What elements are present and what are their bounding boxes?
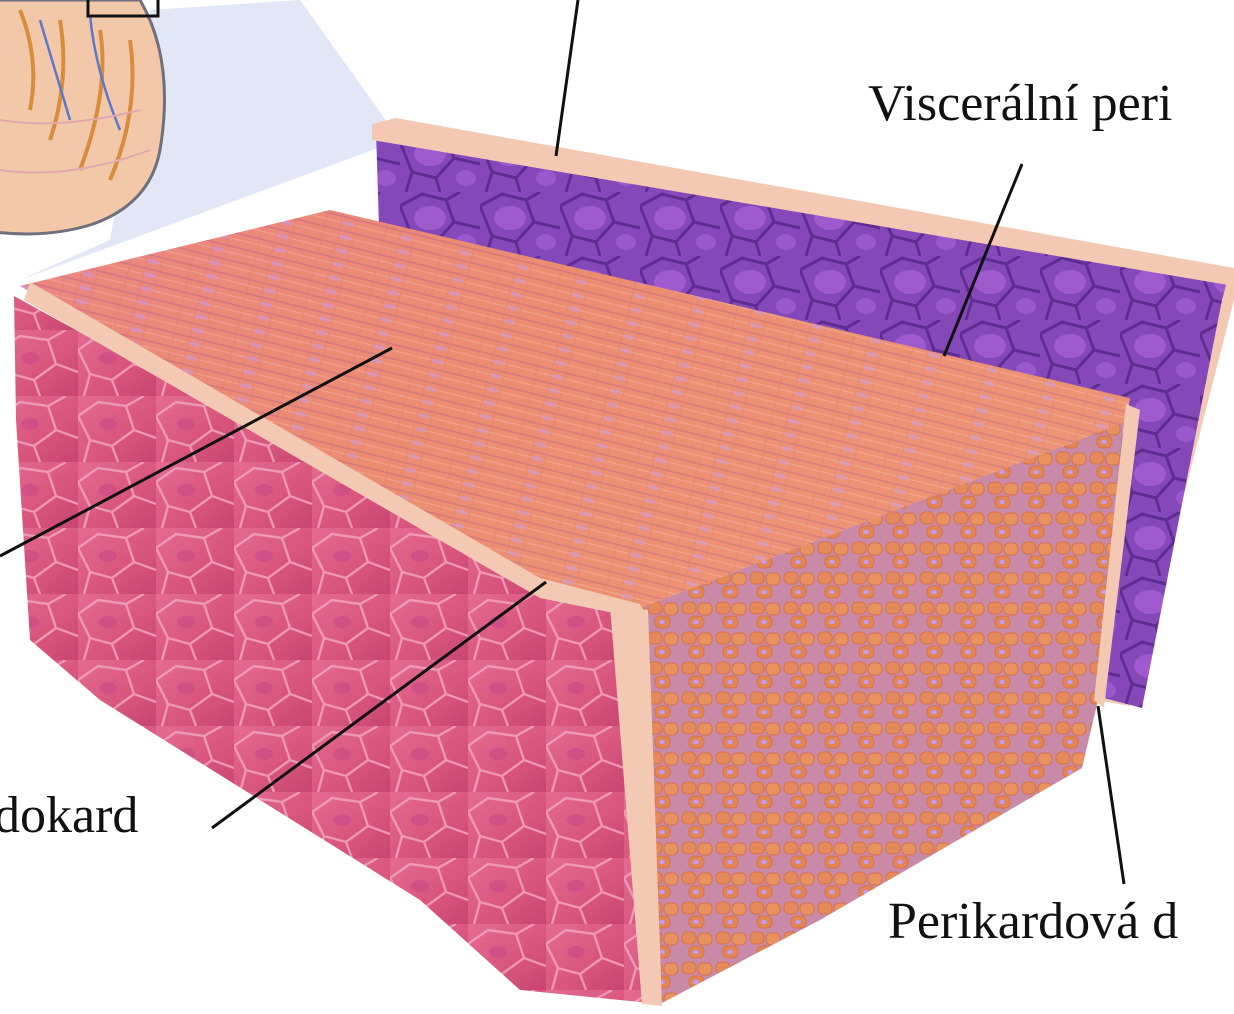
label-endocardium: dokard: [0, 790, 138, 842]
leader-line-top: [556, 0, 578, 156]
leader-line-pericardial-cavity: [1098, 706, 1124, 884]
label-visceral-pericardium: Viscerální peri: [868, 78, 1172, 130]
label-pericardial-cavity: Perikardová d: [888, 896, 1178, 948]
